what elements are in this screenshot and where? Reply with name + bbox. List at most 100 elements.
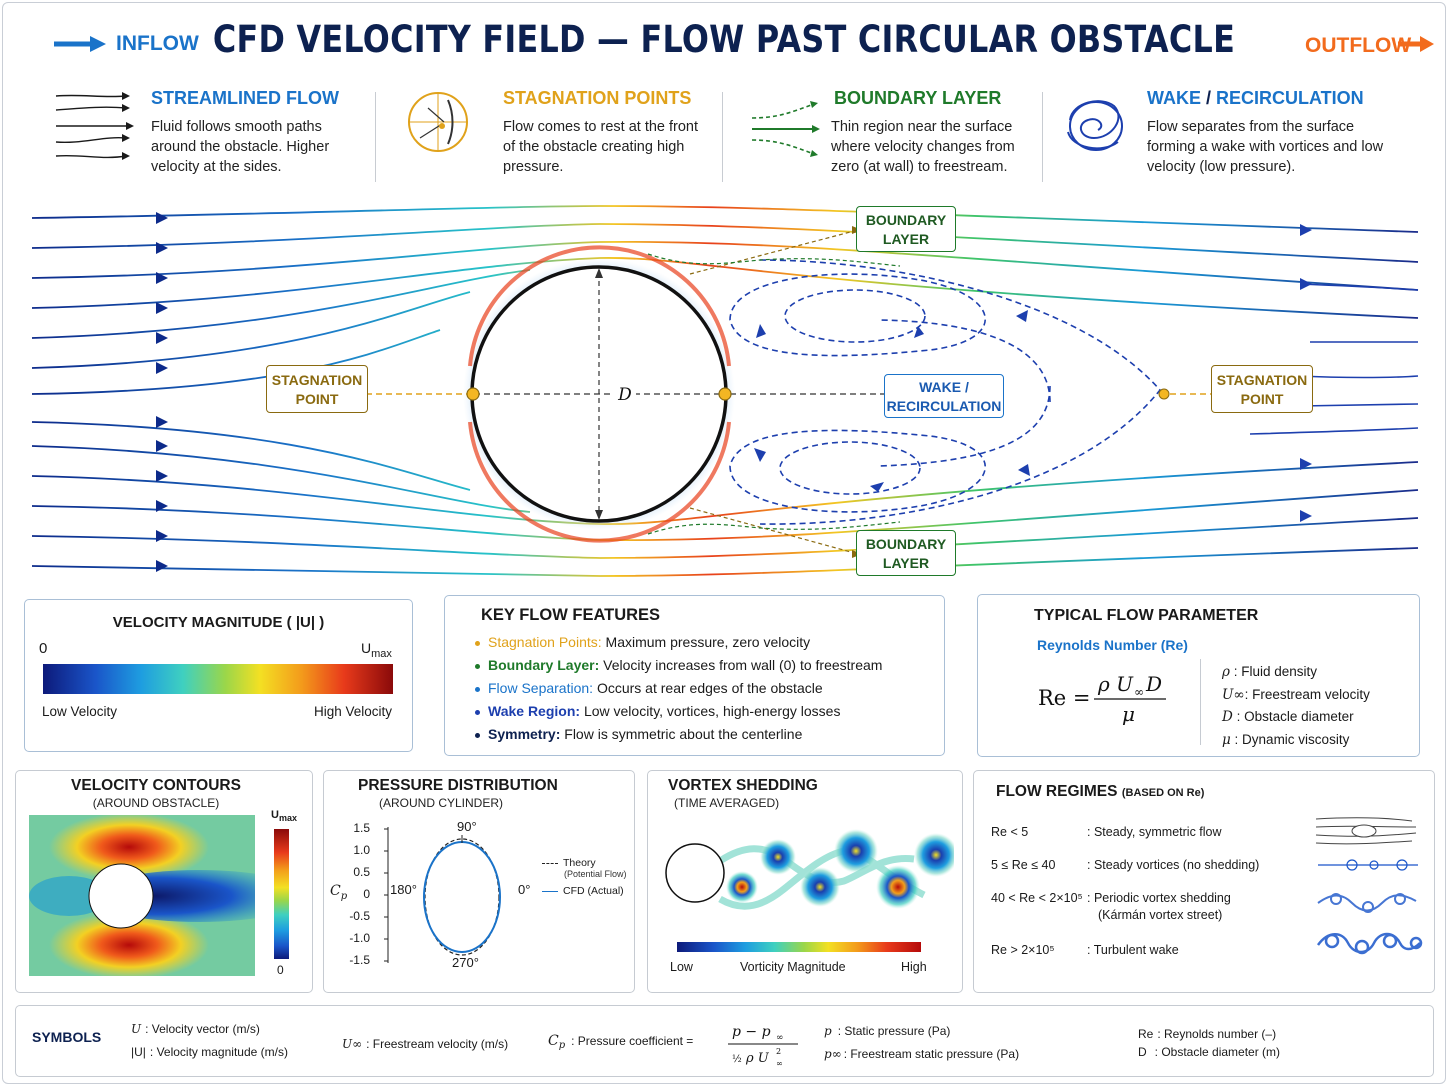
contours-subtitle: (AROUND OBSTACLE) — [92, 796, 220, 810]
vortex-shedding-panel: VORTEX SHEDDING (TIME AVERAGED) Low — [647, 770, 963, 993]
flow-regimes-panel: FLOW REGIMES (BASED ON Re) Re < 5 : Stea… — [973, 770, 1435, 993]
feature-title-wake: WAKE / RECIRCULATION — [1147, 88, 1364, 108]
feature-title-stagnation: STAGNATION POINTS — [503, 88, 692, 108]
list-item: Stagnation Points: Maximum pressure, zer… — [475, 631, 882, 654]
regime-condition: Re < 5 — [991, 825, 1029, 839]
flow-diagram: D — [31, 205, 1419, 577]
cp-axis-label: Cp — [330, 883, 348, 902]
symbols-title: SYMBOLS — [32, 1029, 102, 1045]
cp-axis — [384, 827, 389, 963]
feature-text-stagnation: Flow comes to rest at the front of the o… — [503, 119, 699, 175]
svg-text:2: 2 — [776, 1047, 781, 1056]
feature-text-boundary: Thin region near the surface where veloc… — [831, 119, 1015, 175]
velocity-contours-panel: VELOCITY CONTOURS (AROUND OBSTACLE) Umax… — [15, 770, 313, 993]
key-features-title: KEY FLOW FEATURES — [481, 606, 661, 624]
svg-text:ρ U: ρ U — [1097, 672, 1134, 696]
rear-stagnation-point — [718, 387, 732, 401]
pressure-legend: Theory (Potential Flow) CFD (Actual) — [542, 857, 627, 897]
legend-note: (Potential Flow) — [564, 869, 627, 879]
divider — [1042, 92, 1043, 182]
list-item: Wake Region: Low velocity, vortices, hig… — [475, 700, 882, 723]
symbol-item: U∞: Freestream velocity (m/s) — [342, 1037, 509, 1051]
list-item: μ : Dynamic viscosity — [1222, 731, 1350, 748]
feature-text-streamlined: Fluid follows smooth paths around the ob… — [151, 119, 330, 175]
svg-text:∞: ∞ — [776, 1033, 784, 1043]
regime-condition: 5 ≤ Re ≤ 40 — [991, 858, 1056, 872]
cp-tick-label: -1.5 — [349, 953, 370, 967]
legend-item-cfd: CFD (Actual) — [542, 885, 627, 897]
wake-label: WAKE /RECIRCULATION — [884, 374, 1004, 418]
parameter-definitions: ρ : Fluid density U∞: Freestream velocit… — [1222, 661, 1370, 751]
list-item: ρ : Fluid density — [1222, 664, 1317, 680]
pressure-polar-plot — [423, 835, 501, 956]
symbol-item: p∞: Freestream static pressure (Pa) — [824, 1047, 1020, 1061]
symbol-item: D: Obstacle diameter (m) — [1138, 1045, 1281, 1059]
pressure-coefficient-formula: p − p ∞ ½ ρ U 2 ∞ — [728, 1024, 798, 1068]
regime-description: (Kármán vortex street) — [1098, 908, 1223, 922]
vortex-street-plot — [665, 829, 954, 910]
divider — [1200, 659, 1201, 745]
contours-title: VELOCITY CONTOURS — [71, 777, 241, 794]
key-features-list: Stagnation Points: Maximum pressure, zer… — [475, 631, 882, 746]
cp-tick-label: 1.0 — [353, 843, 370, 857]
streamlines-icon — [55, 92, 134, 160]
contours-max-label: Umax — [271, 809, 297, 824]
svg-text:μ: μ — [1122, 702, 1135, 726]
contours-min-label: 0 — [277, 963, 284, 977]
legend-item-theory: Theory — [542, 857, 627, 869]
outflow-arrow-icon — [1398, 36, 1434, 52]
svg-text:Re =: Re = — [1038, 686, 1091, 710]
list-item: Symmetry: Flow is symmetric about the ce… — [475, 723, 882, 746]
svg-text:∞: ∞ — [1134, 685, 1144, 699]
page-title: CFD VELOCITY FIELD — FLOW PAST CIRCULAR … — [212, 18, 1236, 61]
inflow-arrow-icon — [54, 36, 106, 52]
list-item: Flow Separation: Occurs at rear edges of… — [475, 677, 882, 700]
vortex-title: VORTEX SHEDDING — [668, 777, 818, 794]
regime-illustrations — [1315, 817, 1423, 955]
svg-text:½: ½ — [732, 1054, 742, 1065]
flow-parameter-panel: TYPICAL FLOW PARAMETER Reynolds Number (… — [977, 594, 1420, 757]
divider — [375, 92, 376, 182]
velocity-contour-plot — [29, 815, 255, 976]
diameter-label: D — [617, 385, 632, 405]
cp-tick-label: 1.5 — [353, 821, 370, 835]
list-item: U∞: Freestream velocity — [1222, 686, 1370, 703]
list-item: Boundary Layer: Velocity increases from … — [475, 654, 882, 677]
outflow-label: OUTFLOW — [1305, 34, 1412, 57]
reynolds-formula: Re = ρ U ∞ D μ — [1038, 672, 1166, 726]
contours-colorbar — [274, 829, 289, 959]
regime-description: : Steady vortices (no shedding) — [1087, 858, 1260, 872]
symbol-item: Cp: Pressure coefficient = — [548, 1033, 694, 1052]
high-velocity-label: High Velocity — [314, 704, 393, 719]
vortex-icon — [1067, 100, 1123, 151]
regimes-title: FLOW REGIMES (BASED ON Re) — [996, 783, 1205, 800]
velocity-panel-title: VELOCITY MAGNITUDE ( |U| ) — [112, 614, 325, 631]
feature-title-boundary: BOUNDARY LAYER — [834, 88, 1002, 108]
vorticity-mid-label: Vorticity Magnitude — [740, 960, 846, 974]
vortex-subtitle: (TIME AVERAGED) — [674, 796, 780, 810]
velocity-min-label: 0 — [39, 640, 48, 657]
symbols-panel: SYMBOLS U: Velocity vector (m/s) |U|: Ve… — [15, 1005, 1434, 1077]
low-velocity-label: Low Velocity — [42, 704, 118, 719]
front-stagnation-point — [466, 387, 480, 401]
svg-text:∞: ∞ — [776, 1059, 783, 1068]
svg-text:ρ U: ρ U — [745, 1051, 770, 1066]
regime-condition: Re > 2×10⁵ — [991, 943, 1055, 957]
cp-tick-label: -1.0 — [349, 931, 370, 945]
regime-condition: 40 < Re < 2×10⁵ — [991, 891, 1083, 905]
pressure-distribution-panel: PRESSURE DISTRIBUTION (AROUND CYLINDER) … — [323, 770, 635, 993]
cp-tick-label: 0 — [363, 887, 370, 901]
regime-description: : Turbulent wake — [1087, 943, 1179, 957]
symbol-item: p: Static pressure (Pa) — [824, 1024, 951, 1038]
inflow-label: INFLOW — [116, 32, 199, 55]
velocity-magnitude-panel: VELOCITY MAGNITUDE ( |U| ) 0 Umax Low Ve… — [24, 599, 413, 752]
svg-text:p − p: p − p — [732, 1024, 771, 1040]
velocity-max-label: Umax — [361, 640, 392, 660]
svg-text:D: D — [1145, 672, 1162, 696]
cp-tick-label: -0.5 — [349, 909, 370, 923]
pressure-title: PRESSURE DISTRIBUTION — [358, 777, 558, 794]
